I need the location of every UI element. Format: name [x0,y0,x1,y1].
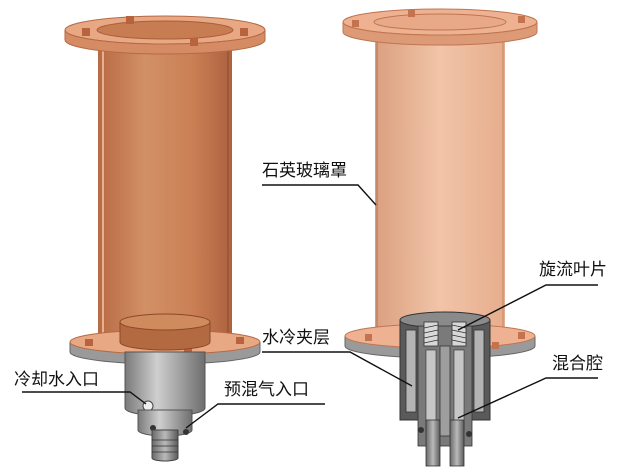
right-glass-tube [375,22,505,340]
label-quartz-cover: 石英玻璃罩 [262,161,347,181]
right-top-flange [342,8,538,46]
left-glass-tube [98,30,232,346]
leader-lines [22,184,598,429]
water-jacket-left [405,329,417,413]
leader-mixing-chamber [457,377,598,419]
right-assembly [342,8,538,467]
label-water-jacket: 水冷夹层 [262,328,330,348]
label-water-inlet: 冷却水入口 [14,370,99,390]
leader-swirl-vane [457,284,598,331]
left-base-body [124,351,206,462]
water-jacket-right [473,329,485,413]
label-swirl-vane: 旋流叶片 [539,260,607,280]
burner-cross-section [399,311,491,467]
left-assembly [64,15,266,462]
label-premix-inlet: 预混气入口 [224,380,309,400]
left-top-flange [64,15,266,55]
mixing-chamber [439,345,451,437]
label-mixing-chamber: 混合腔 [552,354,603,374]
leader-premix-inlet [185,403,325,429]
left-swirler-block [119,313,211,351]
leader-quartz-cover [262,184,377,206]
leader-water-jacket [262,351,413,387]
leader-water-inlet [22,391,147,405]
